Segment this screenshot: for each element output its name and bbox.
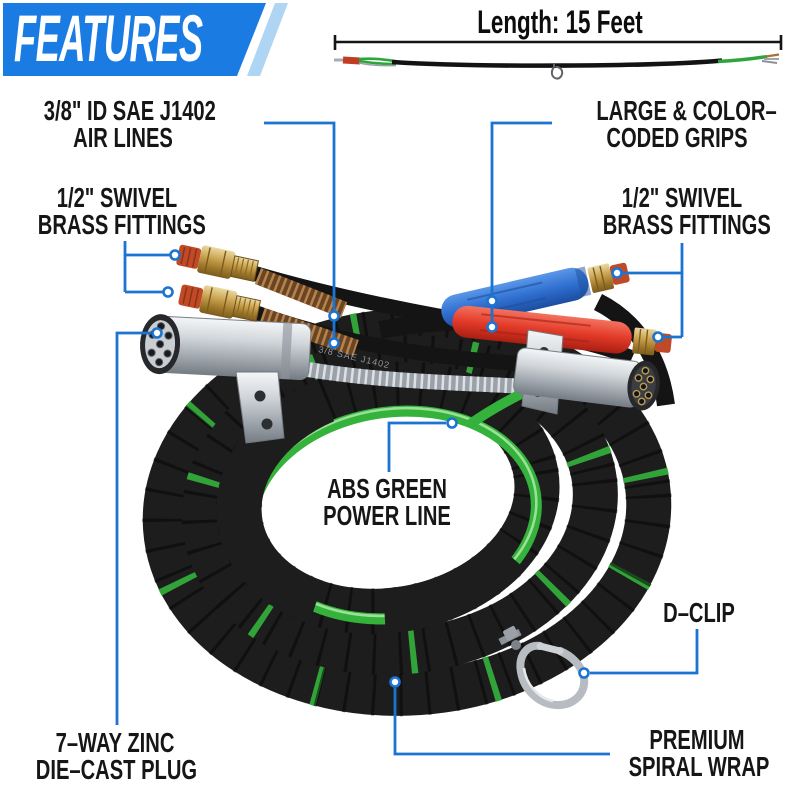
length-title: Length: 15 Feet: [477, 4, 643, 40]
callout-d-clip-line: [578, 629, 699, 679]
grips-label-line2: CODED GRIPS: [606, 122, 748, 153]
callout-fittings-left-line: [123, 241, 181, 298]
callout-spiral-wrap-line: [389, 676, 610, 756]
stretched-cable-graphic: [334, 53, 780, 80]
left-7way-plug-graphic: [140, 314, 312, 381]
callout-label-air-lines: 3/8" ID SAE J1402 AIR LINES: [43, 95, 216, 153]
cable-hanging-clip: [550, 64, 564, 80]
callout-label-power-line: ABS GREEN POWER LINE: [322, 473, 452, 531]
fittings-left-label-line1: 1/2" SWIVEL: [56, 182, 178, 213]
right-7way-plug-graphic: [513, 347, 660, 411]
left-mounting-bracket-graphic: [235, 371, 285, 444]
callout-label-plug: 7–WAY ZINC DIE–CAST PLUG: [35, 727, 198, 785]
fittings-right-label-line1: 1/2" SWIVEL: [621, 182, 743, 213]
callout-fittings-right-line: [611, 243, 684, 343]
hose-print-text: 3/8 SAE J1402: [318, 344, 391, 370]
callout-label-fittings-left: 1/2" SWIVEL BRASS FITTINGS: [37, 182, 206, 240]
fittings-left-label-line2: BRASS FITTINGS: [37, 209, 206, 240]
blue-grip-graphic: [441, 262, 630, 328]
power-line-label-line2: POWER LINE: [323, 500, 451, 531]
d-clip-graphic: [498, 626, 589, 710]
spiral-wrap-label-line1: PREMIUM: [649, 724, 745, 755]
callout-label-d-clip: D–CLIP: [652, 597, 746, 628]
callout-power-line-line: [387, 417, 458, 472]
brass-fitting-top-left-graphic: [176, 244, 260, 283]
red-grip-graphic: [452, 305, 672, 356]
plug-label-line1: 7–WAY ZINC: [55, 727, 175, 758]
brass-fitting-bottom-left-graphic: [178, 284, 262, 322]
right-hoses-graphic: [378, 293, 675, 407]
d-clip-label-line1: D–CLIP: [663, 597, 735, 628]
features-banner: FEATURES: [3, 3, 266, 76]
right-mounting-bracket-graphic: [521, 329, 564, 415]
callout-air-lines-line: [264, 121, 340, 349]
callout-label-fittings-right: 1/2" SWIVEL BRASS FITTINGS: [602, 182, 771, 240]
callout-label-spiral-wrap: PREMIUM SPIRAL WRAP: [628, 724, 770, 782]
callout-label-grips: LARGE & COLOR– CODED GRIPS: [596, 95, 777, 153]
power-line-label-line1: ABS GREEN: [327, 473, 447, 504]
plug-label-line2: DIE–CAST PLUG: [35, 754, 198, 785]
callout-grips-line: [486, 121, 552, 333]
features-banner-title: FEATURES: [14, 1, 203, 75]
spiral-wrap-label-line2: SPIRAL WRAP: [628, 751, 770, 782]
grips-label-line1: LARGE & COLOR–: [596, 95, 777, 126]
callout-plug-line: [115, 327, 163, 725]
air-hoses-graphic: 3/8 SAE J1402: [247, 264, 636, 395]
chrome-spring-graphic: [266, 354, 538, 430]
air-lines-label-line2: AIR LINES: [73, 122, 173, 153]
length-measurement-diagram: [333, 35, 783, 80]
fittings-right-label-line2: BRASS FITTINGS: [602, 209, 771, 240]
air-lines-label-line1: 3/8" ID SAE J1402: [43, 95, 216, 126]
